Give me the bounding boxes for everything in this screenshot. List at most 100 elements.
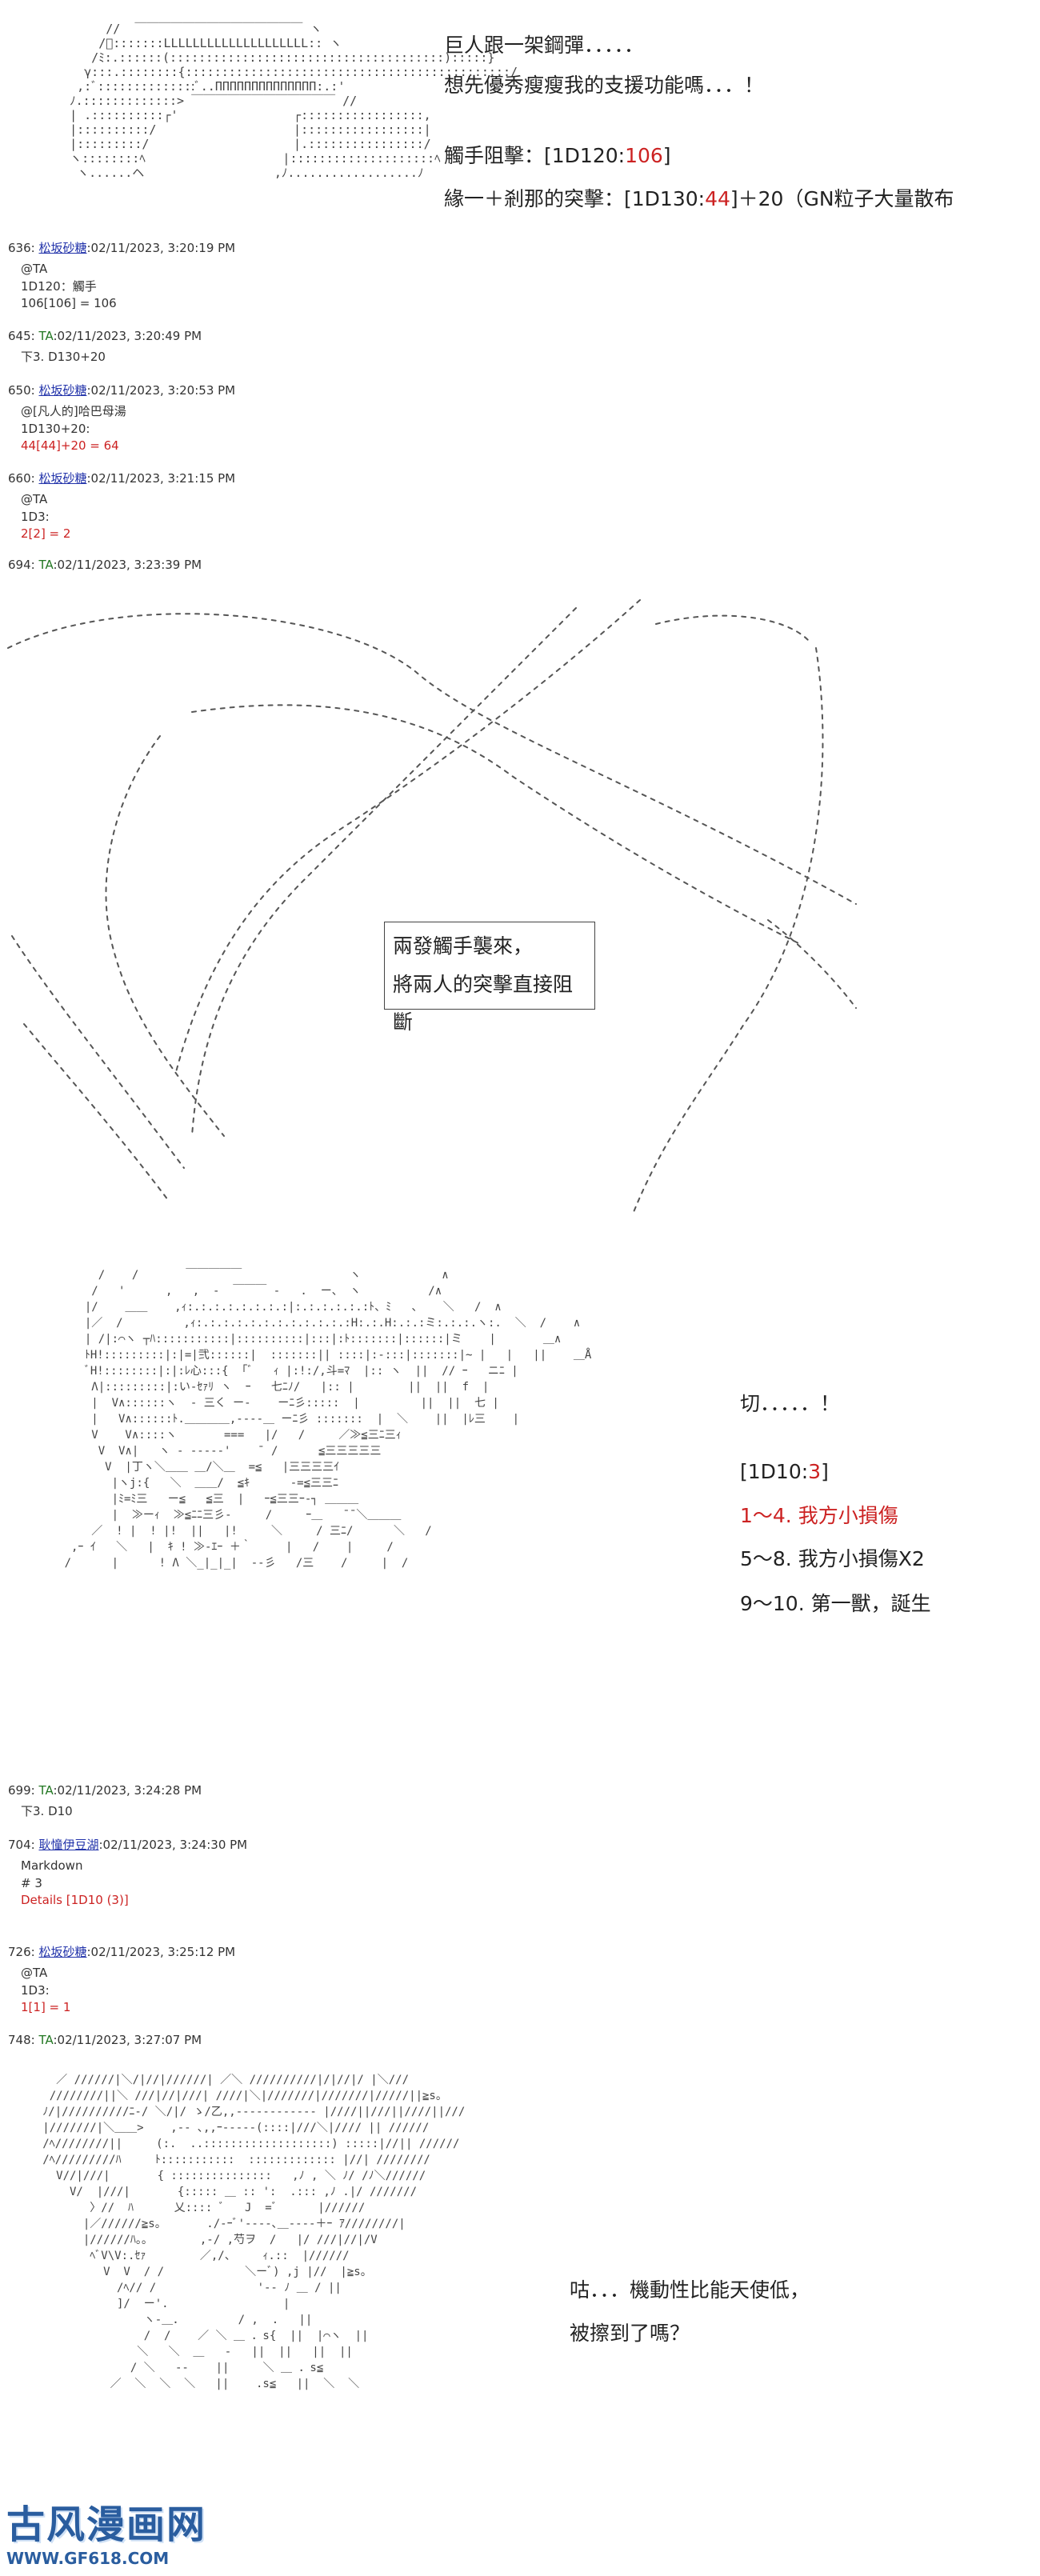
tentacle-stroke [175,599,641,1073]
post-user[interactable]: 松坂砂糖 [38,241,87,255]
roll-close: ] [662,144,671,167]
post-header: 704: 耿憧伊豆湖:02/11/2023, 3:24:30 PM [8,1838,248,1852]
post-id: 660 [8,471,31,486]
post-user[interactable]: 松坂砂糖 [38,1945,87,1959]
tentacle-stroke [191,704,801,945]
post-line: @TA [21,491,48,506]
watermark-url: WWW.GF618.COM [6,2549,170,2568]
ascii-art-face: / / ￣￣￣￣￣ ヽ ∧ / ' , , - ￣￣￣ ‐ . ー、 ヽ /∧ … [64,1269,592,1570]
post-body: 下3. D10 [8,1803,648,1821]
post-body: 下3. D130+20 [8,349,648,366]
post-line: 1D120：觸手 [21,278,97,294]
post-header: 636: 松坂砂糖:02/11/2023, 3:20:19 PM [8,241,236,255]
post-id: 636 [8,241,31,255]
tentacle-stroke [191,607,577,1137]
roll-close: ] [821,1460,829,1483]
tentacle-stroke [767,919,857,1009]
post-time: 02/11/2023, 3:23:39 PM [57,558,202,572]
post-time: 02/11/2023, 3:20:49 PM [57,329,202,343]
callout-line-2: 將兩人的突擊直接阻斷 [393,972,574,1034]
ascii-art-character: ／ //////|＼/|//|//////| ／＼ //////////|/|/… [42,2074,466,2390]
post-id: 699 [8,1783,31,1798]
post-header: 660: 松坂砂糖:02/11/2023, 3:21:15 PM [8,471,236,486]
post-line: Markdown [21,1858,83,1873]
post-header: 645: TA:02/11/2023, 3:20:49 PM [8,329,202,343]
roll-suffix: ]＋20（GN粒子大量散布 [730,187,954,210]
site-watermark: 古风漫画网 WWW.GF618.COM [6,2493,206,2568]
post-line: @[凡人的]哈巴母湯 [21,403,126,418]
roll-label: 緣一＋剎那的突擊：[1D130: [444,187,706,210]
post-user: TA [38,1783,54,1798]
ascii-art-giant: // ￣￣￣￣￣￣￣￣￣￣￣￣￣￣ ヽ /ﾞ:::::::LLLLLLLLLLL… [70,22,518,180]
narration-roll-2: 緣一＋剎那的突擊：[1D130:44]＋20（GN粒子大量散布 [444,187,954,211]
tentacle-stroke [655,614,809,641]
watermark-logo: 古风漫画网 [6,2502,207,2547]
post-roll-result: 44[44]+20 = 64 [21,438,119,454]
post-user: TA [38,2033,54,2047]
roll-value: 3 [808,1460,822,1483]
post-body: @[凡人的]哈巴母湯 1D130+20: 44[44]+20 = 64 [8,403,648,455]
post-time: 02/11/2023, 3:21:15 PM [90,471,236,486]
post-time: 02/11/2023, 3:25:12 PM [90,1945,236,1959]
panel4-line-2: 被擦到了嗎？ [570,2322,690,2345]
narration-line-1: 巨人跟一架鋼彈．．．．． [444,34,645,57]
post-line: 下3. D10 [21,1803,73,1818]
forum-post: 636: 松坂砂糖:02/11/2023, 3:20:19 PM @TA 1D1… [8,240,648,313]
post-time: 02/11/2023, 3:20:53 PM [90,383,236,398]
callout-line-1: 兩發觸手襲來， [393,934,534,958]
post-time: 02/11/2023, 3:24:28 PM [57,1783,202,1798]
tentacle-stroke [11,935,185,1169]
callout-box: 兩發觸手襲來， 將兩人的突擊直接阻斷 [384,922,595,1034]
panel-2: 兩發觸手襲來， 將兩人的突擊直接阻斷 [0,576,1040,1232]
forum-post: 726: 松坂砂糖:02/11/2023, 3:25:12 PM @TA 1D3… [8,1944,648,2017]
post-roll-result: 1[1] = 1 [21,2000,71,2015]
post-header: 726: 松坂砂糖:02/11/2023, 3:25:12 PM [8,1945,236,1959]
forum-post: 645: TA:02/11/2023, 3:20:49 PM 下3. D130+… [8,328,648,366]
post-body: @TA 1D3: 1[1] = 1 [8,1965,648,2017]
post-user[interactable]: 松坂砂糖 [38,383,87,398]
post-line: @TA [21,1965,48,1980]
post-time: 02/11/2023, 3:20:19 PM [90,241,236,255]
post-line: 1D3: [21,509,50,524]
narration-roll-1: 觸手阻擊：[1D120:106] [444,144,671,168]
post-roll-result: Details [1D10 (3)] [21,1893,129,1908]
post-header: 748: TA:02/11/2023, 3:27:07 PM [8,2033,202,2047]
panel3-roll: [1D10:3] [740,1460,829,1484]
post-user[interactable]: 耿憧伊豆湖 [38,1838,99,1852]
post-header: 694: TA:02/11/2023, 3:23:39 PM [8,558,202,572]
post-header: 699: TA:02/11/2023, 3:24:28 PM [8,1783,202,1798]
roll-option-1: 1～4. 我方小損傷 [740,1504,898,1527]
post-time: 02/11/2023, 3:24:30 PM [102,1838,248,1852]
panel4-line-1: 咕．．．機動性比能天使低， [570,2278,810,2302]
tentacle-stroke [7,613,857,905]
post-line: 1D3: [21,1982,50,1998]
post-line: 106[106] = 106 [21,296,117,311]
tentacle-drawing [7,599,857,1217]
forum-post: 650: 松坂砂糖:02/11/2023, 3:20:53 PM @[凡人的]哈… [8,382,648,455]
post-id: 704 [8,1838,31,1852]
post-body: Markdown # 3 Details [1D10 (3)] [8,1858,648,1910]
forum-post: 748: TA:02/11/2023, 3:27:07 PM [8,2032,648,2050]
post-id: 645 [8,329,31,343]
post-line: 1D130+20: [21,421,90,436]
post-body: @TA 1D120：觸手 106[106] = 106 [8,261,648,313]
tentacle-stroke [631,647,824,1217]
post-user: TA [38,329,54,343]
roll-label: 觸手阻擊：[1D120: [444,144,626,167]
post-user[interactable]: 松坂砂糖 [38,471,87,486]
post-line: 下3. D130+20 [21,349,106,364]
tentacle-stroke [105,735,225,1137]
post-header: 650: 松坂砂糖:02/11/2023, 3:20:53 PM [8,383,236,398]
post-id: 726 [8,1945,31,1959]
post-id: 748 [8,2033,31,2047]
narration-line-2: 想先優秀瘦瘦我的支援功能嗎．．．！ [444,74,765,97]
roll-label: [1D10: [740,1460,809,1483]
forum-post: 704: 耿憧伊豆湖:02/11/2023, 3:24:30 PM Markdo… [8,1837,648,1910]
post-user: TA [38,558,54,572]
post-id: 694 [8,558,31,572]
panel3-line-1: 切．．．．．！ [740,1392,841,1415]
roll-option-3: 9～10. 第一獸，誕生 [740,1592,931,1615]
post-id: 650 [8,383,31,398]
roll-value: 44 [705,187,730,210]
panel-3: / / ￣￣￣￣￣ ヽ ∧ / ' , , - ￣￣￣ ‐ . ー、 ヽ /∧ … [0,1248,1040,1760]
